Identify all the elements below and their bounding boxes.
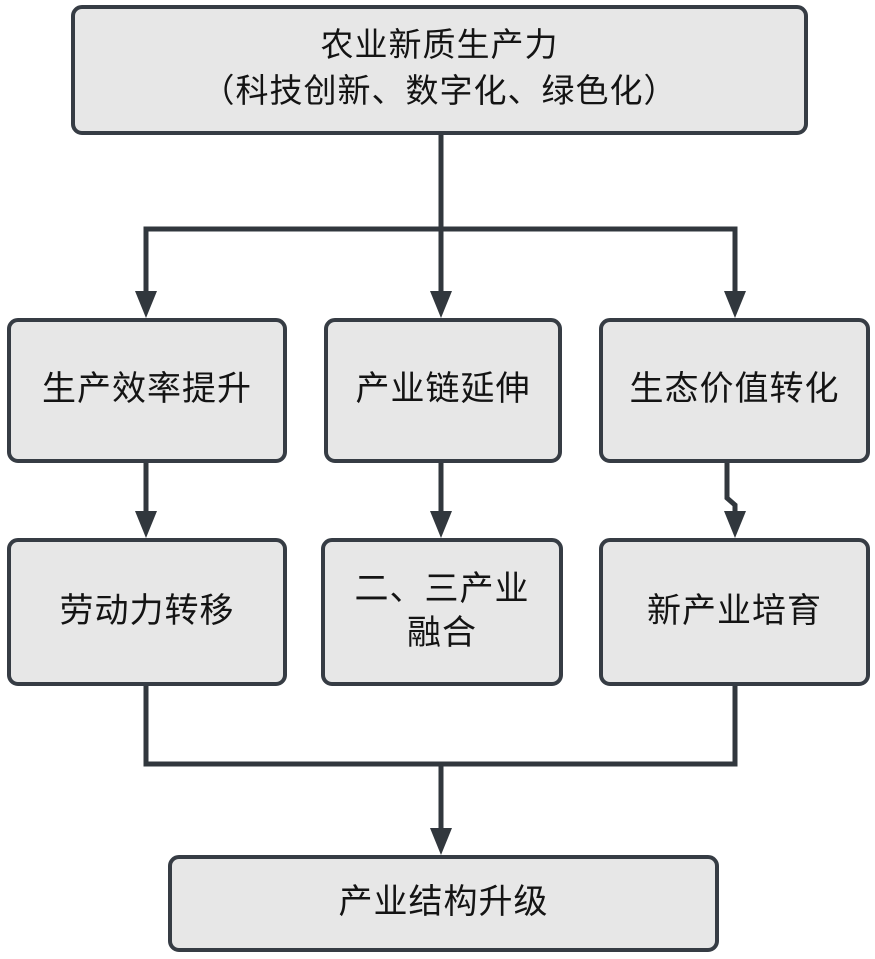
- node-production-efficiency: 生产效率提升: [7, 318, 287, 463]
- node-ecological-value-conversion: 生态价值转化: [599, 318, 870, 463]
- node-label: 新产业培育: [647, 592, 822, 630]
- edge-branch-bar: [143, 226, 738, 293]
- arrowhead-to-bottom: [430, 828, 452, 855]
- arrowhead-to-low-center: [430, 511, 452, 538]
- node-agriculture-new-productivity: 农业新质生产力 （科技创新、数字化、绿色化）: [71, 5, 808, 135]
- node-label: 劳动力转移: [59, 592, 235, 630]
- arrowhead-to-mid-left: [135, 291, 157, 318]
- node-label: 产业链延伸: [355, 371, 531, 409]
- edge-merge-bar: [143, 686, 738, 767]
- arrowhead-to-mid-center: [430, 291, 452, 318]
- node-label-line: 二、三产业: [354, 570, 530, 608]
- node-labor-transfer: 劳动力转移: [7, 538, 287, 686]
- arrowhead-to-mid-right: [724, 291, 746, 318]
- node-label-line: 融合: [407, 615, 477, 652]
- node-label-line: （科技创新、数字化、绿色化）: [201, 74, 678, 110]
- node-label: 产业结构升级: [338, 884, 549, 922]
- node-secondary-tertiary-industry-integration: 二、三产业 融合: [321, 538, 563, 686]
- node-industry-chain-extension: 产业链延伸: [324, 318, 562, 463]
- node-label: 生态价值转化: [629, 371, 840, 409]
- node-new-industry-cultivation: 新产业培育: [599, 538, 870, 686]
- node-label-line: 农业新质生产力: [320, 28, 559, 65]
- node-industrial-structure-upgrade: 产业结构升级: [168, 855, 719, 952]
- node-label: 生产效率提升: [42, 371, 252, 409]
- arrowhead-to-low-right: [724, 511, 746, 538]
- edge-mid-right-to-low-right: [724, 463, 738, 512]
- arrowhead-to-low-left: [135, 511, 157, 538]
